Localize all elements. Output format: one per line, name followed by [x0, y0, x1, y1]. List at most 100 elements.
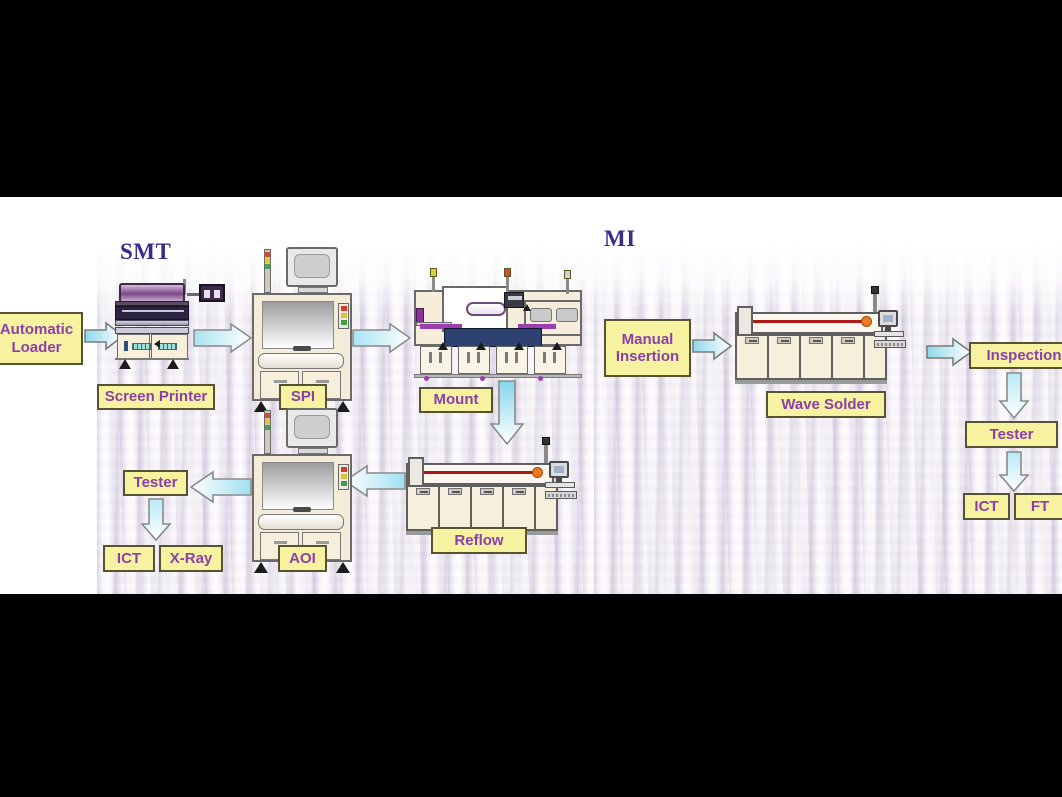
printer-head-arm	[187, 293, 201, 296]
mounter-mast-left	[432, 274, 435, 292]
reflow-seam-4	[534, 485, 536, 531]
mounter-feeder-left	[420, 324, 462, 329]
wave-knob-2	[777, 337, 791, 344]
label-mount: Mount	[419, 387, 493, 413]
arrow-loader-to-printer	[84, 321, 125, 351]
mounter-leg-bar-3b	[515, 352, 518, 363]
wave-seam-4	[863, 334, 865, 380]
mounter-leg-bar-4a	[543, 352, 546, 363]
label-xray: X-Ray	[159, 545, 223, 572]
mounter-window-right	[556, 308, 578, 322]
arrow-insertion-to-wave	[692, 331, 733, 361]
mounter-viewport	[466, 302, 506, 316]
reflow-knob-3	[480, 488, 494, 495]
reflow-pc-stand	[556, 478, 562, 482]
mounter-wheel-left	[424, 376, 429, 381]
spi-tower-light-yellow	[265, 258, 270, 263]
mounter-lamp-right	[564, 270, 571, 279]
spi-door-handle-left	[274, 380, 287, 383]
arrow-spi-to-mount	[352, 322, 412, 354]
label-inspection: Inspection	[969, 342, 1062, 369]
spi-panel-light-yellow	[341, 313, 347, 318]
printer-keypad-right	[158, 343, 177, 350]
arrow-tester-to-ict-xray	[140, 498, 172, 542]
label-wave-solder: Wave Solder	[766, 391, 886, 418]
wave-feet-rail	[735, 380, 887, 384]
mounter-foot-2	[476, 342, 486, 350]
wave-seam-3	[831, 334, 833, 380]
label-screen-printer: Screen Printer	[97, 384, 215, 410]
arrow-reflow-to-aoi	[343, 464, 406, 498]
mounter-base-rail	[414, 374, 582, 378]
printer-indicator-block	[124, 341, 128, 351]
wave-pc-stand	[885, 327, 891, 331]
spi-window	[262, 301, 334, 349]
reflow-knob-4	[512, 488, 526, 495]
mounter-camera-head	[504, 292, 524, 308]
arrow-wave-to-inspection	[926, 337, 973, 367]
spi-tower-light-red	[265, 252, 270, 257]
reflow-pc-keys	[548, 494, 574, 497]
process-flow-slide: SMT Automatic Loader	[0, 197, 1062, 594]
reflow-knob-2	[448, 488, 462, 495]
reflow-heat-line	[412, 471, 534, 474]
manual-insertion-line1: Manual	[621, 330, 674, 348]
label-spi: SPI	[279, 384, 327, 410]
printer-vision-head	[199, 284, 225, 302]
mi-section-title: MI	[604, 226, 636, 251]
mounter-foot-4	[552, 342, 562, 350]
printer-keypad-left	[132, 343, 151, 350]
manual-insertion-line2: Insertion	[615, 348, 680, 365]
arrow-printer-to-spi	[193, 322, 253, 354]
label-ft: FT	[1014, 493, 1062, 520]
label-ict-mi: ICT	[963, 493, 1010, 520]
wave-seam-2	[799, 334, 801, 380]
printer-feed-arrow-icon	[154, 340, 160, 348]
aoi-door-handle-left	[274, 541, 287, 544]
wave-mast-lamp	[871, 286, 879, 294]
mounter-mast-right	[566, 276, 569, 294]
label-automatic-loader: Automatic Loader	[0, 312, 83, 365]
wave-mast	[873, 290, 877, 316]
spi-tower-light-green	[265, 264, 270, 269]
spi-foot-right	[336, 401, 350, 412]
label-ict-smt: ICT	[103, 545, 155, 572]
aoi-tower-light-red	[265, 413, 270, 418]
reflow-knob-1	[416, 488, 430, 495]
spi-monitor	[286, 247, 338, 287]
printer-head-lens-left	[204, 290, 210, 298]
mounter-foot-1	[438, 342, 448, 350]
arrow-aoi-to-tester	[189, 470, 252, 504]
arrow-tester-to-ict-ft	[998, 451, 1030, 493]
mounter-leg-cabinet-4	[534, 346, 566, 374]
mounter-wheel-right	[538, 376, 543, 381]
wave-heat-line	[741, 320, 863, 323]
wave-knob-4	[841, 337, 855, 344]
wave-pc-keys	[877, 343, 903, 346]
label-aoi: AOI	[278, 545, 327, 572]
wave-pc-keyboard	[874, 340, 906, 348]
aoi-panel-light-red	[341, 467, 347, 472]
spi-door-handle-right	[316, 380, 329, 383]
mounter-leg-bar-1b	[439, 352, 442, 363]
aoi-monitor	[286, 408, 338, 448]
automatic-loader-line2: Loader	[11, 338, 62, 356]
mounter-conveyor	[444, 328, 542, 347]
reflow-mast	[544, 441, 548, 467]
wave-seam-1	[767, 334, 769, 380]
label-tester-mi: Tester	[965, 421, 1058, 448]
mounter-leg-bar-2b	[477, 352, 480, 363]
label-reflow: Reflow	[431, 527, 527, 554]
aoi-handlebar	[258, 514, 344, 530]
reflow-pc-desk	[545, 482, 575, 488]
right-texture-fade	[594, 197, 1062, 317]
spi-monitor-screen	[294, 254, 330, 278]
reflow-pc-screen	[554, 466, 564, 473]
wave-pc-monitor	[878, 310, 898, 327]
printer-head-lens-right	[214, 290, 220, 298]
mounter-marker-a	[523, 304, 531, 311]
mounter-mast-center	[506, 274, 509, 292]
automatic-loader-line1: Automatic	[0, 321, 74, 339]
spi-control-panel	[338, 303, 349, 329]
spi-window-grip	[293, 346, 311, 351]
